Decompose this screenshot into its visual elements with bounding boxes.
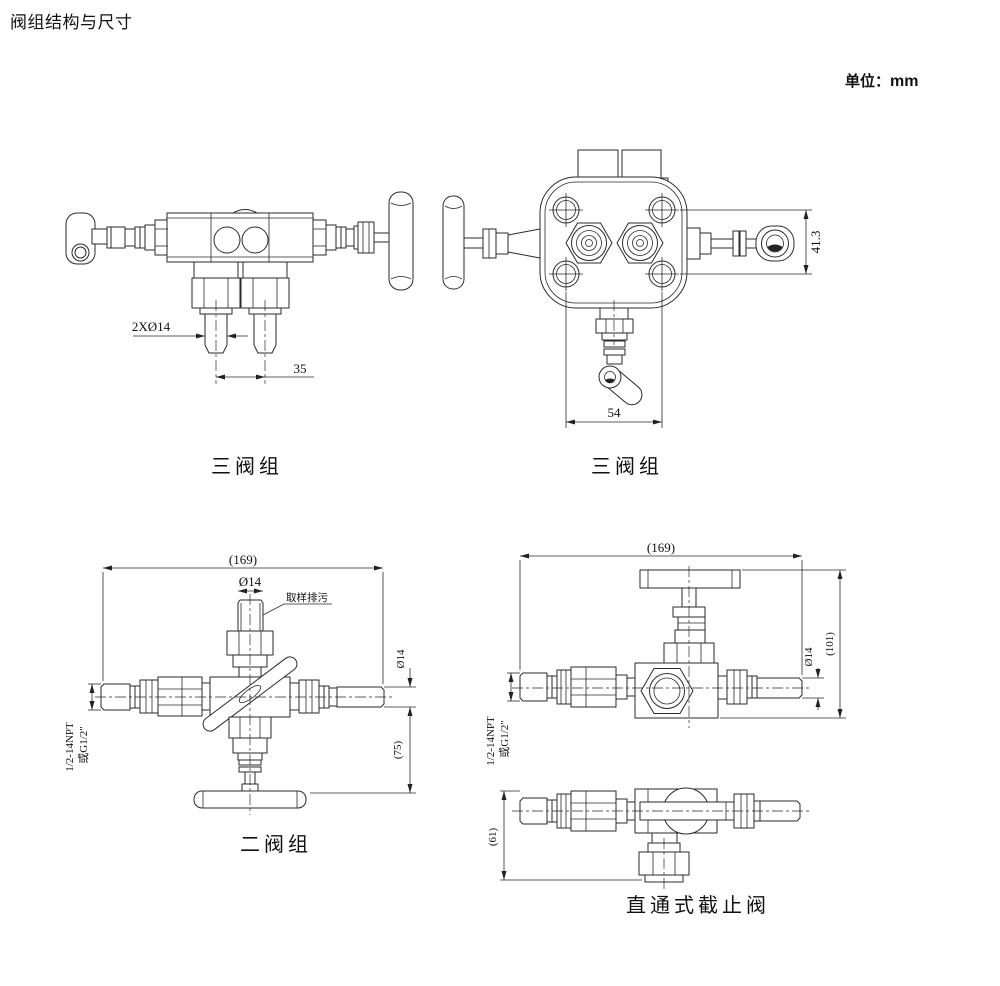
caption-three-valve-front: 三阀组: [591, 455, 663, 478]
process-stud-left: [191, 261, 241, 384]
dim-label-169-stop: (169): [647, 540, 675, 555]
right-outlet-fitting: [289, 679, 385, 714]
drawing-two-valve: (169) Ø14 取样排污: [64, 552, 416, 856]
caption-stop-valve: 直通式截止阀: [626, 894, 770, 917]
dim-label-side-d14: Ø14: [395, 649, 407, 668]
stop-valve-top-view: [512, 566, 812, 728]
dim-bolt-height: 41.3: [680, 209, 823, 275]
top-sampling-branch: [226, 599, 274, 678]
dim-label-2xd14: 2XØ14: [132, 319, 171, 334]
dim-label-61: (61): [487, 828, 499, 847]
caption-two-valve: 二阀组: [240, 833, 312, 856]
dim-label-top-d14: Ø14: [239, 574, 262, 589]
dim-overall-height-stop: (101): [720, 569, 846, 719]
manifold-body: [166, 209, 314, 263]
manifold-body-detail-lines: [155, 213, 313, 262]
sampling-leader: 取样排污: [262, 591, 332, 616]
left-inlet-fitting: [100, 676, 211, 717]
right-pipe-fittings: [312, 219, 392, 256]
dim-overall-width: (169): [102, 552, 384, 684]
elbow-fitting: [65, 212, 111, 265]
drawing-stop-valve: (169): [485, 540, 846, 917]
annotation-sampling-drain: 取样排污: [286, 591, 328, 604]
bolt-holes: [549, 193, 679, 291]
manifold-front-body: [539, 176, 688, 309]
dim-label-75: (75): [392, 741, 404, 760]
dim-label-169: (169): [229, 552, 257, 567]
caption-three-valve-side: 三阀组: [211, 455, 283, 478]
thread-label-g12: 或G1/2": [77, 726, 90, 764]
drawing-three-valve-front: 41.3 54 三阀组: [442, 149, 823, 478]
right-fitting-detail: [313, 222, 370, 253]
left-pipe-fittings: [106, 219, 169, 256]
dim-side-height: (61): [487, 790, 642, 881]
thread-label-g12-stop: 或G1/2": [498, 720, 511, 758]
dim-label-41-3: 41.3: [808, 231, 823, 254]
dim-thread-left-stop: 1/2-14NPT 或G1/2": [485, 672, 520, 766]
unit-value: mm: [890, 73, 919, 90]
thread-label-npt: 1/2-14NPT: [64, 722, 76, 772]
dim-label-101: (101): [824, 632, 836, 656]
dim-right-side: Ø14 (75): [310, 649, 416, 794]
stop-valve-side-view: [512, 787, 810, 890]
right-elbow-fitting: [686, 225, 795, 262]
bottom-drain-branch: [595, 300, 643, 406]
dim-stud-spacing: 35: [216, 361, 314, 380]
dim-stud-diameter: 2XØ14: [132, 319, 248, 339]
dim-thread-left: 1/2-14NPT 或G1/2": [64, 683, 101, 772]
dim-top-port: Ø14: [238, 574, 263, 594]
dim-label-35: 35: [294, 361, 307, 376]
unit-label: 单位：: [845, 73, 891, 90]
thread-label-npt-stop: 1/2-14NPT: [485, 716, 497, 766]
drawing-three-valve-side: 2XØ14 35 三阀组: [65, 191, 414, 478]
left-t-handle: [442, 195, 541, 290]
gauge-ports: [565, 222, 664, 264]
dim-port-d14-stop: Ø14: [802, 647, 824, 710]
t-handle: [388, 191, 414, 291]
dim-overall-width-stop: (169): [519, 540, 803, 675]
process-stud-right: [240, 261, 290, 384]
dim-label-54: 54: [608, 405, 622, 420]
dim-bolt-width: 54: [565, 292, 663, 428]
unit-note: 单位：mm: [845, 70, 918, 91]
dim-label-d14-stop: Ø14: [803, 647, 815, 666]
page-title: 阀组结构与尺寸: [10, 13, 133, 32]
